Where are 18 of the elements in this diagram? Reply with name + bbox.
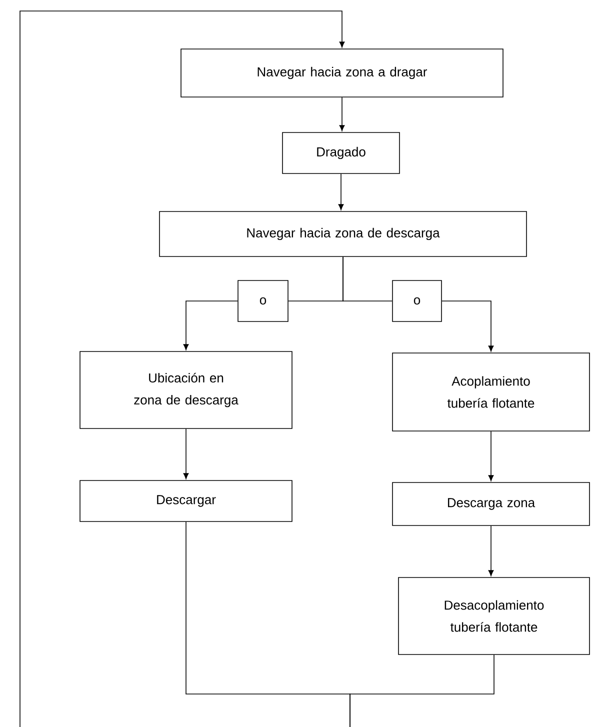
option-box: o — [238, 280, 288, 322]
connector-arrow — [339, 97, 345, 132]
connector-arrow — [442, 300, 494, 352]
process-box: Descargar — [80, 480, 292, 522]
process-box: Acoplamiento tubería flotante — [392, 352, 590, 432]
connector-arrow — [488, 431, 494, 482]
option-box: o — [392, 280, 442, 322]
process-box: Descarga zona — [392, 482, 590, 526]
process-box: Navegar hacia zona de descarga — [159, 211, 527, 257]
connector-arrow — [338, 173, 344, 210]
process-box: Desacoplamiento tubería flotante — [398, 577, 590, 655]
process-box: Navegar hacia zona a dragar — [180, 48, 504, 98]
connector-arrow — [183, 428, 189, 480]
process-box: Dragado — [282, 132, 400, 174]
connector-arrow — [183, 300, 238, 350]
connector-arrow — [488, 526, 494, 576]
process-box: Ubicación en zona de descarga — [80, 351, 292, 429]
connector-arrow — [20, 10, 345, 727]
